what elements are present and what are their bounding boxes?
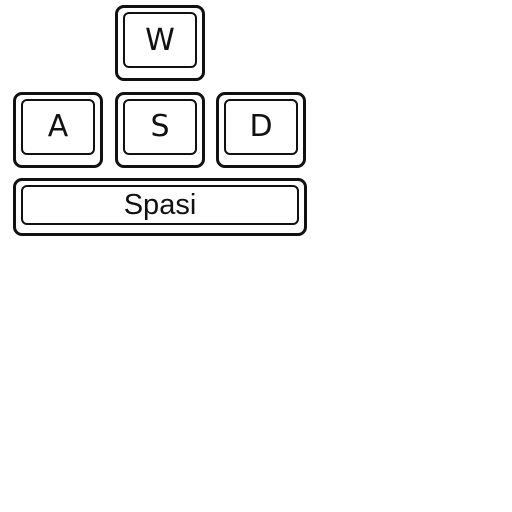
key-w-cap: W [123, 12, 197, 68]
key-d: D [216, 92, 306, 168]
key-a-cap: A [21, 99, 95, 155]
key-s-cap: S [123, 99, 197, 155]
key-d-cap: D [224, 99, 298, 155]
key-space: Spasi [13, 178, 307, 236]
key-space-label: Spasi [123, 188, 197, 221]
key-space-cap: Spasi [21, 185, 299, 225]
key-d-label: D [249, 109, 273, 144]
key-a-label: A [47, 109, 69, 144]
key-w: W [115, 5, 205, 81]
key-a: A [13, 92, 103, 168]
key-s: S [115, 92, 205, 168]
key-w-label: W [145, 23, 175, 58]
key-s-label: S [150, 109, 170, 144]
